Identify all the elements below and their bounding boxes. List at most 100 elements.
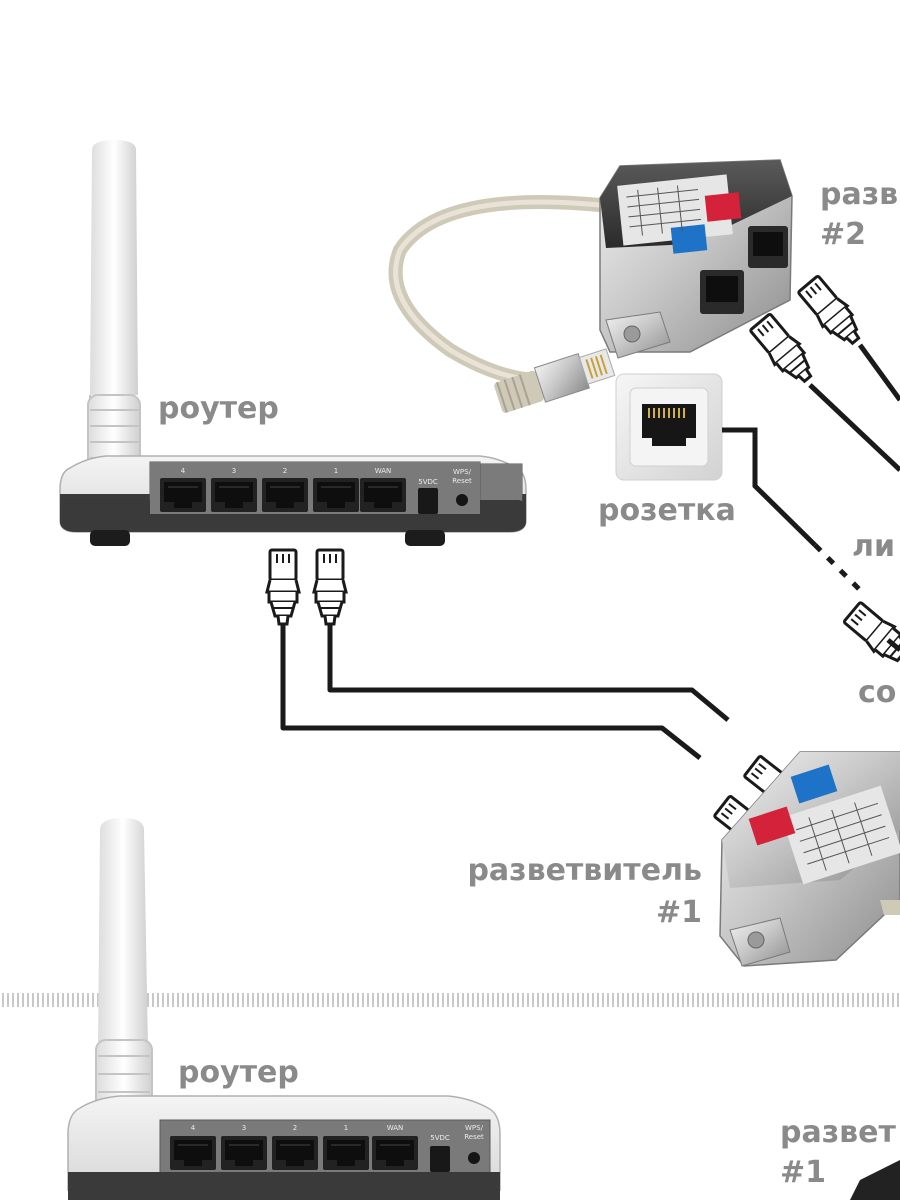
cable-splitter2-out xyxy=(808,343,900,472)
divider-tick xyxy=(177,993,179,1007)
divider-tick xyxy=(302,993,304,1007)
divider-tick xyxy=(697,993,699,1007)
divider-tick xyxy=(877,993,879,1007)
divider-tick xyxy=(732,993,734,1007)
divider-tick xyxy=(32,993,34,1007)
divider-tick xyxy=(342,993,344,1007)
divider-tick xyxy=(852,993,854,1007)
divider-tick xyxy=(637,993,639,1007)
divider-tick xyxy=(42,993,44,1007)
divider-tick xyxy=(162,993,164,1007)
divider-tick xyxy=(867,993,869,1007)
blue-marker xyxy=(790,764,838,804)
cable-line-out xyxy=(886,638,900,652)
divider-tick xyxy=(387,993,389,1007)
divider-tick xyxy=(12,993,14,1007)
divider-tick xyxy=(167,993,169,1007)
divider-tick xyxy=(182,993,184,1007)
divider-tick xyxy=(687,993,689,1007)
router-top-port-3 xyxy=(210,477,258,513)
divider-tick xyxy=(242,993,244,1007)
divider-tick xyxy=(232,993,234,1007)
divider-tick xyxy=(517,993,519,1007)
red-marker xyxy=(704,192,742,222)
divider-tick xyxy=(172,993,174,1007)
divider-tick xyxy=(492,993,494,1007)
router-bottom-port-1 xyxy=(322,1135,370,1171)
splitter-2 xyxy=(388,159,793,413)
red-marker xyxy=(748,806,796,846)
divider-tick xyxy=(762,993,764,1007)
divider-tick xyxy=(227,993,229,1007)
divider-tick xyxy=(802,993,804,1007)
divider-tick xyxy=(547,993,549,1007)
divider-tick xyxy=(222,993,224,1007)
divider-tick xyxy=(657,993,659,1007)
port-label: 4 xyxy=(191,1124,196,1132)
wps-label: WPS/ xyxy=(465,1124,484,1132)
divider-tick xyxy=(317,993,319,1007)
divider-tick xyxy=(512,993,514,1007)
reset-button-icon xyxy=(468,1152,480,1164)
divider-tick xyxy=(617,993,619,1007)
cable-outlet-line xyxy=(722,427,862,592)
label-line: ли xyxy=(852,529,895,564)
divider-tick xyxy=(562,993,564,1007)
divider-tick xyxy=(267,993,269,1007)
divider-tick xyxy=(677,993,679,1007)
cable-router-to-splitter1 xyxy=(280,620,730,760)
divider-tick xyxy=(22,993,24,1007)
divider-tick xyxy=(542,993,544,1007)
divider-tick xyxy=(567,993,569,1007)
power-jack-icon xyxy=(430,1146,450,1172)
divider-tick xyxy=(622,993,624,1007)
wall-outlet xyxy=(615,373,723,481)
divider-tick xyxy=(2,993,4,1007)
divider-tick xyxy=(347,993,349,1007)
divider-tick xyxy=(757,993,759,1007)
divider-tick xyxy=(407,993,409,1007)
divider-tick xyxy=(777,993,779,1007)
divider-tick xyxy=(502,993,504,1007)
divider-tick xyxy=(592,993,594,1007)
label-splitter2-name: разв xyxy=(820,177,899,212)
divider-tick xyxy=(37,993,39,1007)
divider-tick xyxy=(857,993,859,1007)
router-bottom-port-wan xyxy=(371,1135,419,1171)
label-outlet: розетка xyxy=(598,493,736,528)
divider-tick xyxy=(237,993,239,1007)
divider-tick xyxy=(187,993,189,1007)
rj45-plug-icon xyxy=(265,548,301,626)
divider-tick xyxy=(822,993,824,1007)
label-router-bottom: роутер xyxy=(178,1055,299,1090)
divider-tick xyxy=(557,993,559,1007)
divider-tick xyxy=(357,993,359,1007)
divider-tick xyxy=(737,993,739,1007)
divider-tick xyxy=(72,993,74,1007)
port-label: 4 xyxy=(181,467,186,475)
rj45-plug-icon xyxy=(794,272,870,353)
divider-tick xyxy=(192,993,194,1007)
divider-tick xyxy=(872,993,874,1007)
power-jack-icon xyxy=(418,488,438,514)
divider-tick xyxy=(97,993,99,1007)
divider-tick xyxy=(252,993,254,1007)
port-label: 3 xyxy=(242,1124,246,1132)
label-splitter-bottom-num: #1 xyxy=(780,1155,827,1190)
port-label: 2 xyxy=(283,467,287,475)
divider-tick xyxy=(537,993,539,1007)
power-label: 5VDC xyxy=(418,478,438,486)
divider-tick xyxy=(27,993,29,1007)
divider xyxy=(2,993,899,1007)
divider-tick xyxy=(747,993,749,1007)
divider-tick xyxy=(602,993,604,1007)
divider-tick xyxy=(707,993,709,1007)
divider-tick xyxy=(452,993,454,1007)
port-label: 3 xyxy=(232,467,236,475)
divider-tick xyxy=(432,993,434,1007)
divider-tick xyxy=(157,993,159,1007)
divider-tick xyxy=(77,993,79,1007)
label-splitter2-num: #2 xyxy=(820,217,867,252)
divider-tick xyxy=(397,993,399,1007)
